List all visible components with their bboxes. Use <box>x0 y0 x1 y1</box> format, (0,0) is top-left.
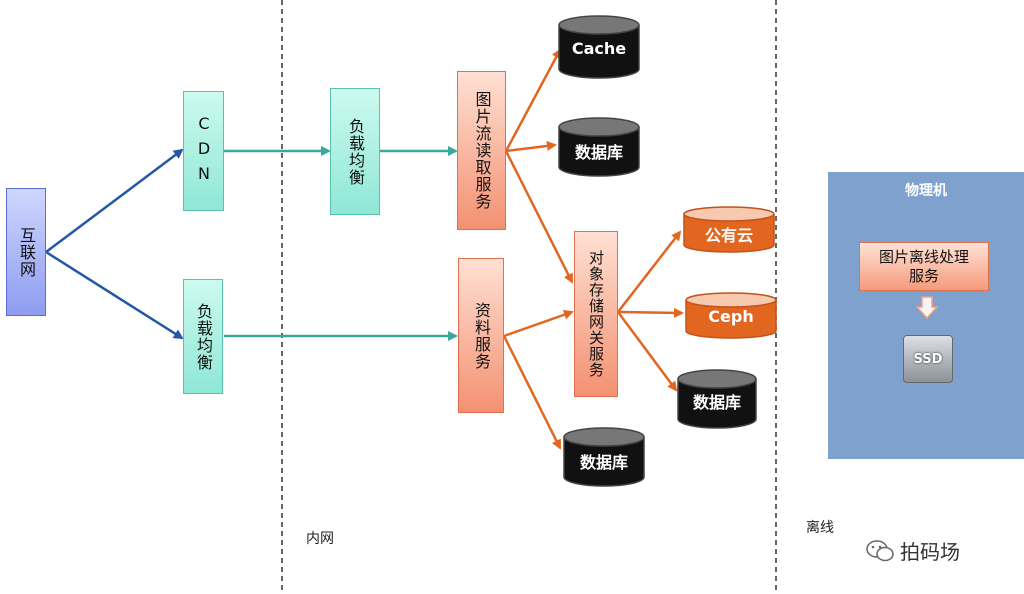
internet-node: 互联网 <box>6 188 46 316</box>
cylinder-icon <box>677 369 757 429</box>
image-read-service-label: 图片流读取服务 <box>472 91 492 210</box>
arrow-gateway-db <box>616 311 678 392</box>
physical-machine-title: 物理机 <box>905 183 947 199</box>
arrow-image-cache <box>504 48 562 152</box>
cylinder-icon <box>558 15 640 79</box>
arrow-internet-cdn <box>45 148 184 253</box>
object-storage-gateway-label: 对象存储网关服务 <box>587 250 605 378</box>
database-bottom-store: 数据库 <box>562 427 646 487</box>
load-balancer-top-node: 负载均衡 <box>330 88 380 215</box>
public-cloud-store: 公有云 <box>682 206 776 254</box>
arrow-internet-lb <box>45 250 184 340</box>
wechat-icon <box>866 539 894 561</box>
database-right-label: 数据库 <box>692 393 741 412</box>
arrow-gateway-ceph <box>617 307 684 318</box>
arrow-image-gateway <box>504 150 574 284</box>
database-right-store: 数据库 <box>676 369 758 429</box>
public-cloud-label: 公有云 <box>704 226 753 245</box>
cdn-node: CDN <box>183 91 224 211</box>
cylinder-icon <box>563 427 645 487</box>
ceph-store: Ceph <box>684 292 778 340</box>
database-bottom-label: 数据库 <box>579 453 628 472</box>
arrow-resource-gateway <box>503 309 574 338</box>
down-arrow-icon <box>916 296 938 320</box>
physical-machine-panel: 物理机 图片离线处理 服务 SSD <box>828 172 1024 459</box>
database-top-label: 数据库 <box>574 143 623 162</box>
cylinder-icon <box>683 206 775 253</box>
offline-processing-line2: 服务 <box>908 266 939 285</box>
watermark-text: 拍码场 <box>900 540 960 564</box>
internet-label: 互联网 <box>17 226 36 278</box>
cdn-label: CDN <box>194 113 214 189</box>
ssd-label: SSD <box>913 351 943 367</box>
cylinder-icon <box>558 117 640 177</box>
object-storage-gateway-node: 对象存储网关服务 <box>574 231 618 397</box>
offline-image-processing-node: 图片离线处理 服务 <box>859 242 989 291</box>
offline-processing-line1: 图片离线处理 <box>878 247 969 266</box>
arrow-image-db <box>505 141 557 153</box>
arrow-gateway-cloud <box>617 230 682 313</box>
resource-service-label: 资料服务 <box>472 301 491 370</box>
intranet-zone-label: 内网 <box>306 531 334 547</box>
database-top-store: 数据库 <box>557 117 641 177</box>
cache-store: Cache <box>557 15 641 79</box>
load-balancer-bottom-node: 负载均衡 <box>183 279 223 394</box>
arrow-resource-db <box>502 335 562 450</box>
ceph-label: Ceph <box>708 307 754 326</box>
cache-label: Cache <box>571 39 627 58</box>
load-balancer-top-label: 负载均衡 <box>346 117 365 186</box>
offline-zone-label: 离线 <box>806 520 834 536</box>
cylinder-icon <box>685 292 777 339</box>
watermark: 拍码场 <box>866 536 960 565</box>
resource-service-node: 资料服务 <box>458 258 504 413</box>
image-read-service-node: 图片流读取服务 <box>457 71 506 230</box>
ssd-icon: SSD <box>903 335 953 383</box>
load-balancer-bottom-label: 负载均衡 <box>194 302 213 371</box>
